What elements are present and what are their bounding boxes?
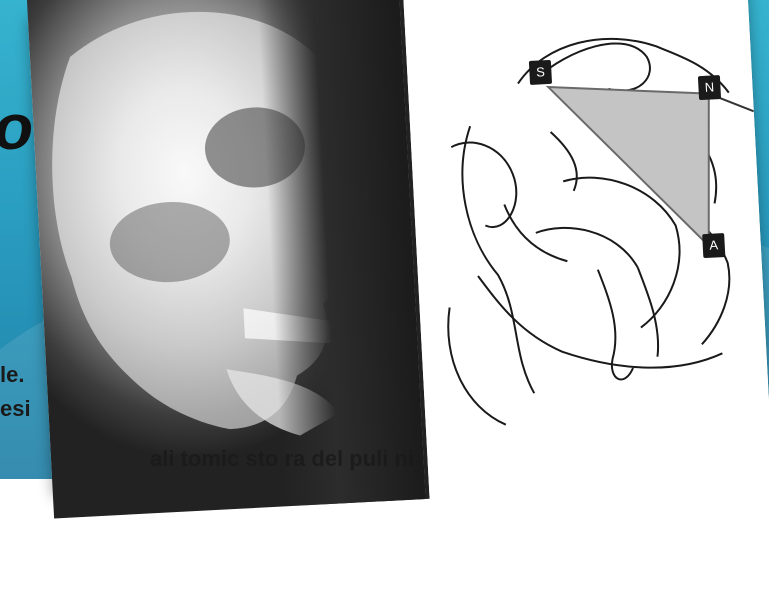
xray-skull-image [27, 0, 426, 518]
xray-soft-tissue-shadow [257, 0, 426, 506]
title-fragment: o [0, 90, 33, 164]
body-line-1: le. [0, 362, 24, 388]
cephalometric-tracing: S N A [402, 0, 769, 499]
landmark-a: A [702, 233, 725, 258]
landmark-s: S [529, 60, 552, 85]
cephalometric-image-panel: S N A [28, 0, 769, 498]
body-line-2: esi [0, 396, 31, 422]
body-line-3: ali tomic sto ra del puli ni [150, 446, 414, 472]
landmark-n: N [698, 75, 721, 100]
